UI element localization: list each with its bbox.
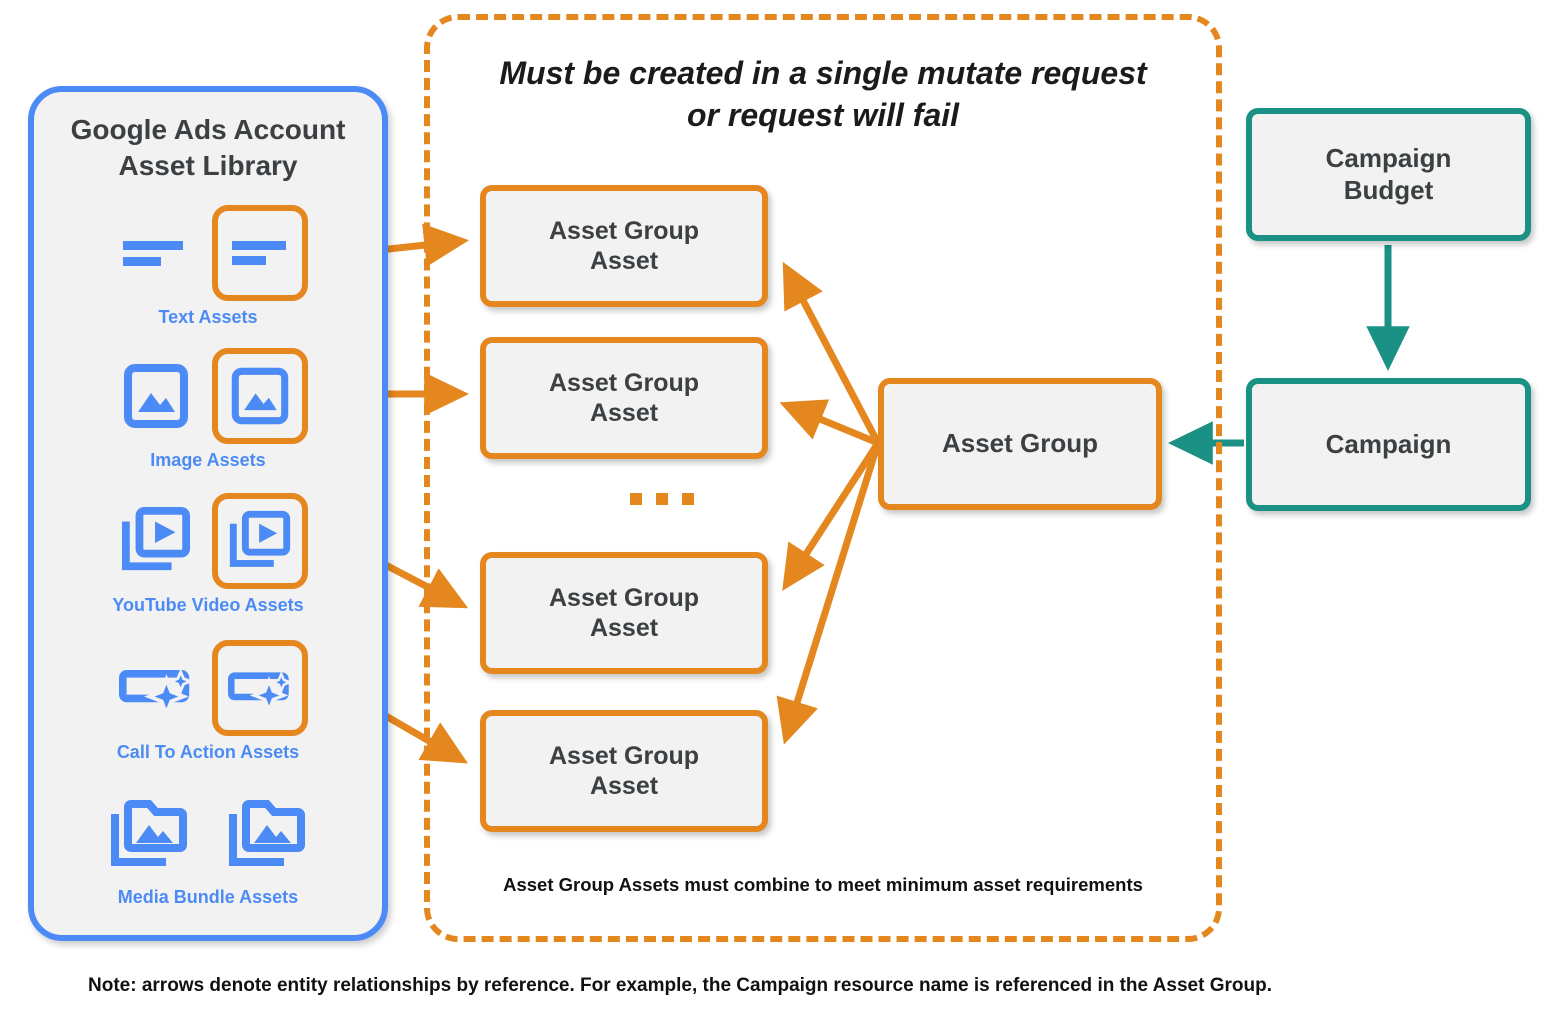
asset-group-asset-node-1[interactable]: Asset Group Asset bbox=[480, 185, 768, 307]
mutate-request-title: Must be created in a single mutate reque… bbox=[440, 53, 1206, 136]
video-stack-glyph bbox=[121, 506, 191, 571]
asset-caption-cta: Call To Action Assets bbox=[116, 742, 300, 762]
asset-row-image: Image Assets bbox=[28, 348, 388, 471]
campaign-budget-line2: Budget bbox=[1343, 174, 1434, 205]
aga2-line2: Asset bbox=[589, 399, 659, 427]
call-to-action-sparkle-icon bbox=[108, 640, 204, 736]
media-bundle-folder-icon-2 bbox=[219, 785, 315, 881]
text-lines-glyph bbox=[123, 241, 183, 266]
media-bundle-glyph bbox=[111, 800, 187, 866]
image-icon bbox=[108, 348, 204, 444]
mutate-request-title-line2: or request will fail bbox=[686, 96, 960, 133]
asset-group-label: Asset Group bbox=[941, 428, 1099, 459]
mutate-request-title-line1: Must be created in a single mutate reque… bbox=[499, 55, 1147, 91]
asset-icons-text bbox=[28, 205, 388, 301]
video-stack-icon-selected[interactable] bbox=[212, 493, 308, 589]
asset-library-panel bbox=[28, 86, 388, 941]
aga1-line2: Asset bbox=[589, 247, 659, 275]
aga2-line1: Asset Group bbox=[548, 368, 700, 397]
image-icon-selected[interactable] bbox=[212, 348, 308, 444]
asset-group-asset-ellipsis bbox=[630, 493, 694, 505]
asset-caption-video: YouTube Video Assets bbox=[112, 595, 304, 615]
ellipsis-dot-2 bbox=[656, 493, 668, 505]
asset-icons-media-bundle bbox=[28, 785, 388, 881]
asset-caption-image: Image Assets bbox=[150, 450, 266, 470]
mutate-request-footnote: Asset Group Assets must combine to meet … bbox=[503, 874, 1143, 895]
aga4-line2: Asset bbox=[589, 772, 659, 800]
aga3-line1: Asset Group bbox=[548, 583, 700, 612]
campaign-node[interactable]: Campaign bbox=[1246, 378, 1531, 511]
cta-glyph bbox=[119, 668, 193, 716]
asset-group-asset-node-4[interactable]: Asset Group Asset bbox=[480, 710, 768, 832]
mutate-request-container bbox=[424, 14, 1222, 942]
text-lines-glyph-selected bbox=[232, 241, 286, 265]
asset-library-title-line2: Asset Library bbox=[118, 149, 298, 181]
video-stack-icon bbox=[108, 493, 204, 589]
aga4-line1: Asset Group bbox=[548, 741, 700, 770]
call-to-action-sparkle-icon-selected[interactable] bbox=[212, 640, 308, 736]
asset-row-text: Text Assets bbox=[28, 205, 388, 328]
asset-group-asset-node-2[interactable]: Asset Group Asset bbox=[480, 337, 768, 459]
asset-row-media-bundle: Media Bundle Assets bbox=[28, 785, 388, 908]
campaign-budget-node[interactable]: Campaign Budget bbox=[1246, 108, 1531, 241]
aga1-line1: Asset Group bbox=[548, 216, 700, 245]
asset-icons-image bbox=[28, 348, 388, 444]
asset-caption-text: Text Assets bbox=[158, 307, 258, 327]
asset-group-asset-node-3[interactable]: Asset Group Asset bbox=[480, 552, 768, 674]
media-bundle-glyph-2 bbox=[229, 800, 305, 866]
diagram-note: Note: arrows denote entity relationships… bbox=[88, 975, 1272, 996]
campaign-label: Campaign bbox=[1325, 428, 1452, 459]
campaign-budget-line1: Campaign bbox=[1325, 142, 1452, 173]
media-bundle-folder-icon bbox=[101, 785, 197, 881]
image-glyph-selected bbox=[231, 367, 289, 425]
asset-caption-media-bundle: Media Bundle Assets bbox=[117, 887, 299, 907]
aga3-line2: Asset bbox=[589, 614, 659, 642]
ellipsis-dot-1 bbox=[630, 493, 642, 505]
text-lines-icon bbox=[108, 205, 204, 301]
cta-glyph-selected bbox=[228, 670, 292, 713]
image-glyph bbox=[124, 364, 188, 428]
asset-icons-cta bbox=[28, 640, 388, 736]
asset-icons-video bbox=[28, 493, 388, 589]
asset-row-video: YouTube Video Assets bbox=[28, 493, 388, 616]
text-lines-icon-selected[interactable] bbox=[212, 205, 308, 301]
ellipsis-dot-3 bbox=[682, 493, 694, 505]
asset-row-cta: Call To Action Assets bbox=[28, 640, 388, 763]
asset-group-node[interactable]: Asset Group bbox=[878, 378, 1162, 510]
asset-library-title: Google Ads Account Asset Library bbox=[28, 112, 388, 184]
video-stack-glyph-selected bbox=[229, 510, 291, 567]
asset-library-title-line1: Google Ads Account bbox=[70, 114, 346, 145]
